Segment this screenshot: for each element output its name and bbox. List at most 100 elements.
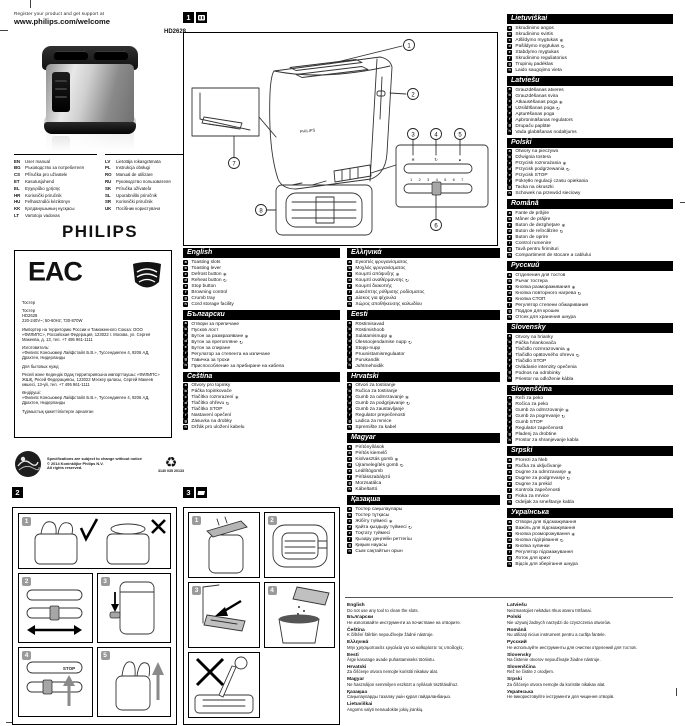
part-letter: h <box>507 438 513 444</box>
defrost-icon: ❄ <box>566 346 570 352</box>
part-label: Отсек для хранения шнура <box>515 314 576 320</box>
language-code: RO <box>105 172 112 178</box>
part-label: Trupinių padėklas <box>515 61 554 67</box>
part-label: Fante de prăjire <box>515 211 549 217</box>
part-label: Қайта қыздыру түймесі <box>355 524 407 530</box>
part-letter: b <box>347 512 353 519</box>
part-letter: e <box>507 543 513 550</box>
part-letter: e <box>507 420 513 426</box>
part-label: Buton de dezgheţare <box>515 223 560 229</box>
part-letter: e <box>347 407 353 413</box>
part-letter: h <box>347 425 353 431</box>
part-letter: a <box>507 519 513 526</box>
panel-overview: 1 PHILIPS 1 2 <box>183 12 498 246</box>
part-label: Nastavení opečení <box>191 413 232 419</box>
part-label: Röstimisavad <box>355 321 385 327</box>
language-label: Príručka užívateľa <box>116 185 152 191</box>
part-label: Ovládanie intenzity opečenia <box>515 364 577 370</box>
section-title: Čeština <box>183 371 340 382</box>
part-label: Бутон за претопляне <box>191 339 238 345</box>
part-label: Buton de oprire <box>515 235 549 241</box>
svg-text:5: 5 <box>458 132 462 138</box>
part-letter: c <box>507 346 513 352</box>
part-letter: c <box>183 333 189 339</box>
language-code: HU <box>14 199 21 205</box>
part-label: Stabdymo mygtukas <box>515 49 559 55</box>
defrost-icon: ❄ <box>561 223 566 229</box>
language-label: Korisnički priručnik <box>25 192 62 198</box>
panel-cleaning: 3 1 2 <box>183 487 340 725</box>
browning-scale: 1 2 3 4 5 6 7 <box>410 177 466 182</box>
part-label: Tlačidlo opätovného ohrevu <box>515 352 575 358</box>
footnote-text: Angoms valyti nenaudokite jokių įrankių. <box>347 706 424 712</box>
part-letter: a <box>507 87 513 93</box>
legal-text: Specifications are subject to change wit… <box>47 456 149 471</box>
footnote-text: Nu utilizaţi niciun instrument pentru a … <box>507 632 606 638</box>
defrost-icon: ❄ <box>571 531 575 537</box>
part-label: Тостер тұтқасы <box>355 512 390 518</box>
reheat-icon: ↻ <box>560 43 565 49</box>
step-bottom-view: 2 <box>263 512 335 578</box>
part-letter: f <box>507 487 513 494</box>
recycling-icon: ♻ <box>164 454 178 470</box>
part-letter: a <box>507 25 513 32</box>
part-letter: d <box>507 352 513 358</box>
part-letter: d <box>507 475 513 482</box>
part-letter: d <box>347 277 353 283</box>
part-label: Grauzdēšanas svira <box>515 93 559 99</box>
part-label: Kontrola zapečenosti <box>515 488 561 494</box>
part-letter: e <box>507 111 513 117</box>
model-number: HD2628 <box>163 29 186 35</box>
part-label: Odeljak za smeštanje kabla <box>515 500 575 506</box>
part-letter: d <box>183 339 189 345</box>
legal-row: Specifications are subject to change wit… <box>14 450 188 478</box>
part-letter: c <box>507 531 513 538</box>
part-label: Gumb za odmrzovanje <box>515 408 564 414</box>
defrost-icon: ❄ <box>562 161 567 167</box>
part-letter: f <box>507 179 513 185</box>
part-label: Otvori za tostiranje <box>355 383 396 389</box>
footnote-language: Magyar <box>347 677 365 683</box>
part-letter: h <box>183 363 189 369</box>
footnote-language: Čeština <box>347 627 365 633</box>
language-code: UK <box>105 206 112 212</box>
part-letter: f <box>183 351 189 357</box>
reheat-icon: ↻ <box>408 339 412 345</box>
defrost-icon: ❄ <box>559 37 564 43</box>
defrost-icon: ❄ <box>405 395 409 401</box>
part-letter: g <box>347 419 353 425</box>
step-insert-bread: 1 <box>18 513 171 569</box>
part-label: Toasting slots <box>191 259 221 265</box>
section-title: Ελληνικά <box>347 248 500 258</box>
